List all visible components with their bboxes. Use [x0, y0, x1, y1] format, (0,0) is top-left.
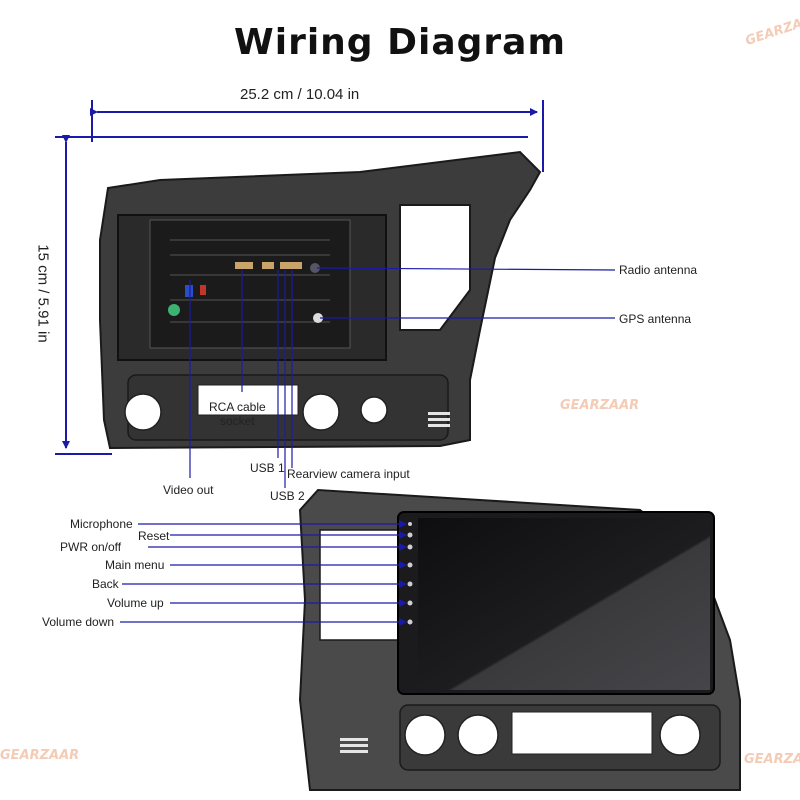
- diagram-title: Wiring Diagram: [234, 22, 566, 63]
- width-label: 25.2 cm / 10.04 in: [240, 86, 360, 103]
- usb1-label: USB 1: [250, 461, 285, 475]
- radio-antenna-callout: [316, 267, 616, 271]
- main-menu-label: Main menu: [105, 558, 165, 572]
- microphone-label: Microphone: [70, 517, 133, 531]
- back-label: Back: [92, 577, 119, 591]
- video-out-label: Video out: [163, 483, 214, 497]
- watermark: GEARZAAR: [560, 398, 640, 413]
- height-dimension: [55, 135, 528, 455]
- pwr-label: PWR on/off: [60, 540, 122, 554]
- rear-unit: [99, 150, 542, 450]
- volume-up-label: Volume up: [107, 596, 164, 610]
- height-label: 15 cm / 5.91 in: [34, 244, 52, 343]
- volume-down-label: Volume down: [42, 615, 115, 629]
- gps-antenna-label: GPS antenna: [619, 312, 692, 326]
- front-callouts: [120, 520, 407, 626]
- front-unit: [298, 488, 741, 791]
- radio-antenna-label: Radio antenna: [619, 263, 698, 277]
- watermark: GEARZAAR: [0, 748, 80, 763]
- watermark: GEARZAAR: [744, 752, 800, 767]
- width-dimension: [90, 100, 544, 172]
- reset-label: Reset: [138, 529, 170, 543]
- usb2-label: USB 2: [270, 489, 305, 503]
- rearview-camera-label: Rearview camera input: [287, 467, 410, 481]
- rca-socket-label: RCA cable socket: [209, 400, 266, 428]
